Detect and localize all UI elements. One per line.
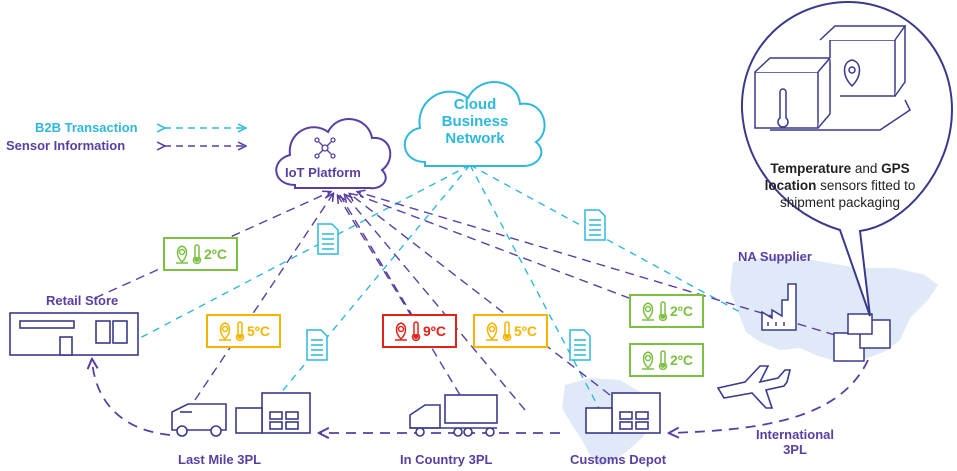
international-line-1: International (755, 427, 834, 442)
temperature-value: 2ºC (203, 246, 227, 262)
international-label: International 3PL (745, 427, 845, 457)
gear-network-icon (314, 137, 336, 159)
in-country-label: In Country 3PL (400, 452, 493, 467)
location-pin-icon (641, 351, 654, 370)
callout-text-1: and (851, 161, 882, 176)
cloud-line-3: Network (445, 130, 505, 147)
cloud-business-network (403, 81, 546, 167)
callout-bold-1: Temperature (770, 161, 852, 176)
thermometer-icon (777, 88, 789, 128)
sensor-callout-text: Temperature and GPS location sensors fit… (752, 160, 928, 211)
temperature-value: 5ºC (246, 323, 270, 339)
warehouse-icon (235, 392, 311, 434)
temperature-badge: 9ºC (382, 314, 457, 348)
temperature-badge: 2ºC (163, 237, 238, 271)
thermometer-icon (658, 350, 668, 370)
location-pin-icon (218, 322, 231, 341)
temperature-value: 2ºC (669, 303, 693, 319)
van-icon (171, 403, 227, 437)
legend-arrows (164, 128, 245, 146)
location-pin-icon (843, 59, 861, 88)
temperature-badge: 5ºC (473, 314, 548, 348)
temperature-value: 9ºC (422, 323, 446, 339)
location-pin-icon (394, 322, 407, 341)
temperature-value: 2ºC (669, 352, 693, 368)
retail-store-label: Retail Store (46, 293, 119, 308)
temperature-value: 5ºC (513, 323, 537, 339)
location-pin-icon (175, 245, 188, 264)
document-icon (584, 209, 606, 241)
location-pin-icon (485, 322, 498, 341)
customs-depot-label: Customs Depot (570, 452, 667, 467)
thermometer-icon (502, 321, 512, 341)
truck-icon (409, 394, 498, 437)
warehouse-icon (585, 392, 661, 434)
cloud-line-1: Cloud (453, 96, 497, 113)
cloud-line-2: Business (441, 113, 509, 130)
temperature-badge: 5ºC (206, 314, 281, 348)
factory-icon (761, 283, 797, 331)
iot-platform-label: IoT Platform (285, 165, 361, 180)
legend-b2b-label: B2B Transaction (35, 120, 138, 135)
thermometer-icon (235, 321, 245, 341)
store-icon (9, 312, 139, 356)
callout-package-icon (754, 25, 911, 131)
document-icon (317, 223, 339, 255)
thermometer-icon (658, 301, 668, 321)
thermometer-icon (411, 321, 421, 341)
package-icon (833, 313, 891, 362)
document-icon (306, 329, 328, 361)
thermometer-icon (192, 244, 202, 264)
document-icon (569, 329, 591, 361)
international-line-2: 3PL (783, 442, 807, 457)
cloud-business-network-label: Cloud Business Network (420, 96, 530, 147)
legend-sensor-label: Sensor Information (6, 138, 126, 153)
shipment-flow-path (92, 360, 869, 435)
b2b-connections (139, 164, 741, 411)
airplane-icon (716, 365, 792, 409)
temperature-badge: 2ºC (629, 294, 704, 328)
callout-bold-2: GPS location (764, 161, 910, 193)
location-pin-icon (641, 302, 654, 321)
callout-text-2: sensors fitted to shipment packaging (779, 178, 916, 210)
last-mile-label: Last Mile 3PL (178, 452, 262, 467)
sensor-connections (94, 192, 836, 411)
na-supplier-label: NA Supplier (738, 249, 812, 264)
temperature-badge: 2ºC (629, 343, 704, 377)
